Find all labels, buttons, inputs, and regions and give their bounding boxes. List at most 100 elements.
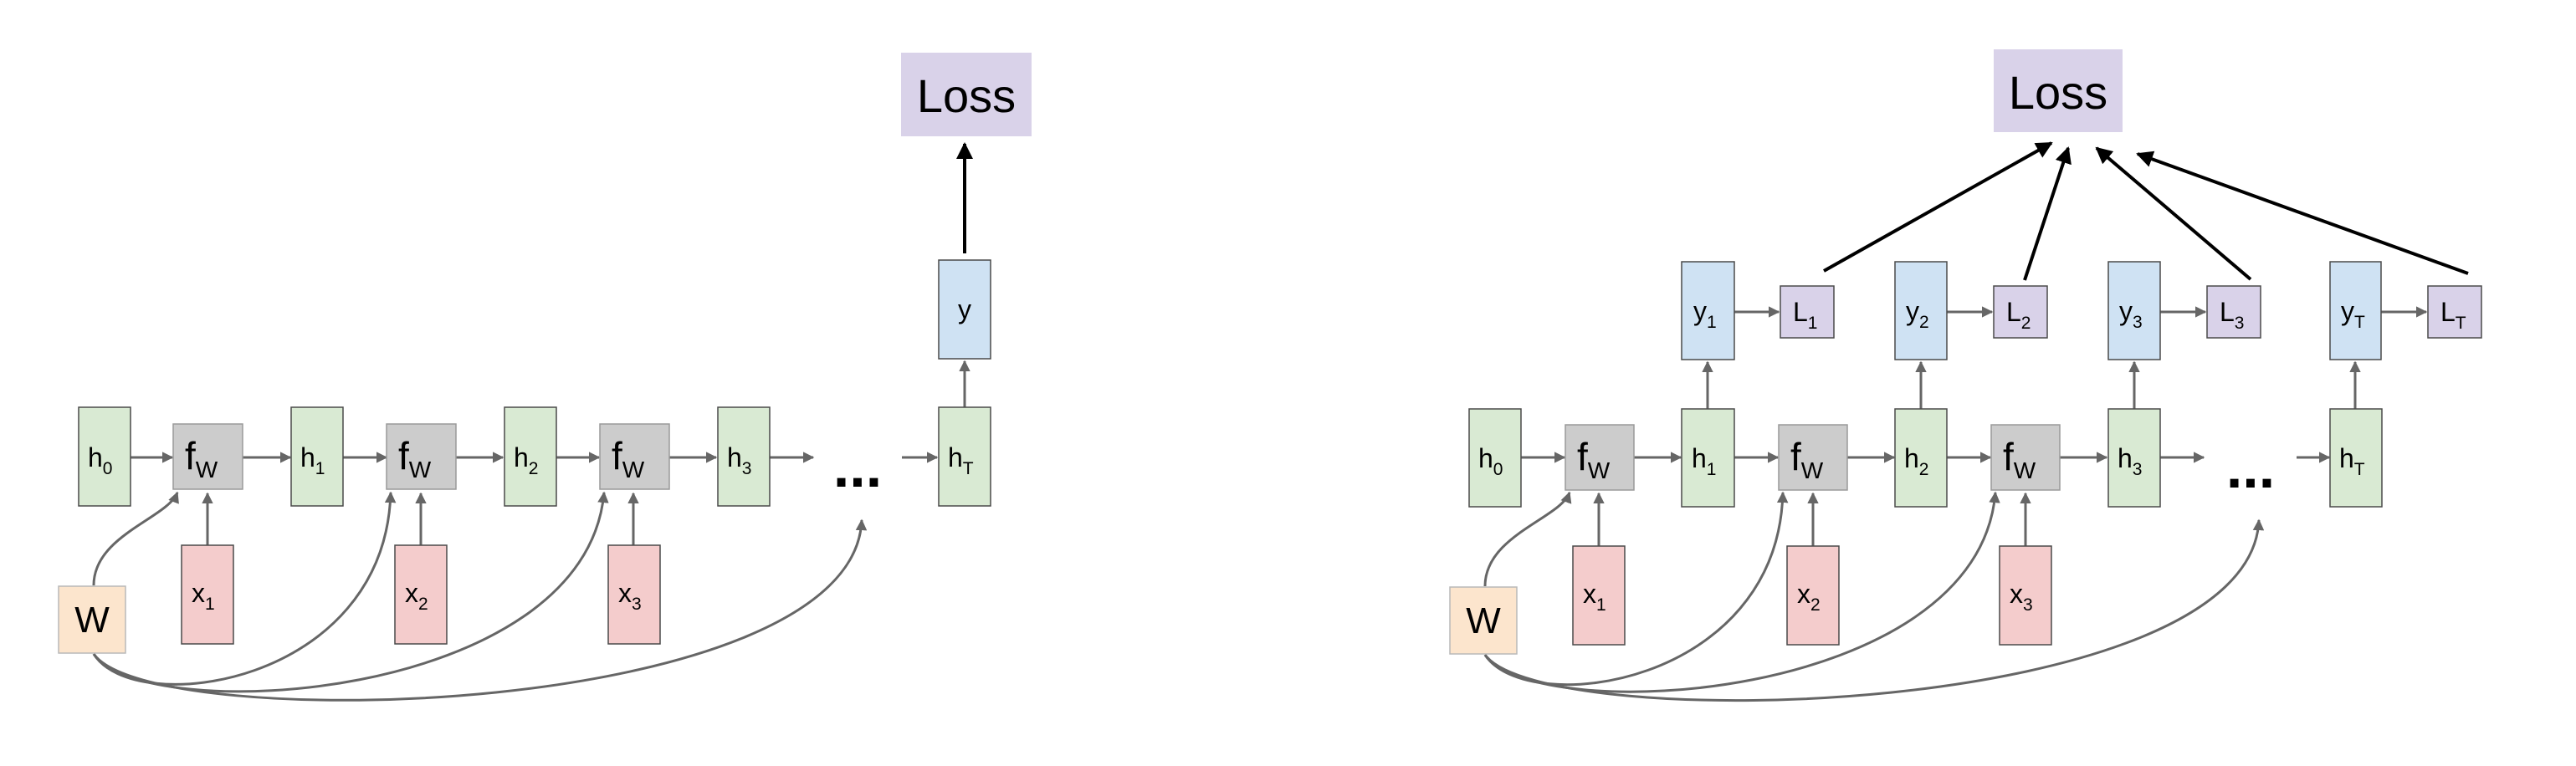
svg-text:yT: yT (2341, 296, 2365, 332)
svg-text:y2: y2 (1906, 296, 1929, 332)
input-x1: x1 (1572, 545, 1626, 646)
left-functions: fW fW fW (172, 423, 670, 490)
output-y1: y1 (1681, 261, 1735, 360)
svg-text:W: W (1466, 600, 1501, 641)
function-fw-step1: fW (1565, 424, 1635, 491)
svg-text:Loss: Loss (917, 69, 1016, 122)
shared-weights-w: W (58, 585, 126, 654)
right-weight-sharing-edges (1483, 491, 2265, 702)
svg-text:L1: L1 (1793, 297, 1817, 333)
svg-text:h1: h1 (1692, 443, 1716, 479)
hidden-state-h0: h0 (1468, 408, 1522, 508)
right-functions: fW fW fW (1565, 424, 2061, 491)
hidden-state-h2: h2 (504, 406, 557, 507)
edge-w-to-fw1 (1483, 491, 1572, 587)
step-loss-LT: LT (2427, 285, 2482, 339)
hidden-state-hT: hT (938, 406, 991, 507)
svg-text:x2: x2 (405, 578, 428, 614)
hidden-state-h0: h0 (78, 406, 131, 507)
right-outputs: y1 y2 y3 yT (1681, 261, 2382, 360)
right-step-losses: L1 L2 L3 LT (1780, 285, 2482, 339)
svg-text:h1: h1 (300, 442, 325, 478)
svg-text:hT: hT (948, 442, 974, 478)
edge-w-to-fw2 (92, 491, 397, 686)
ellipsis: ... (2226, 435, 2275, 500)
svg-text:L2: L2 (2006, 297, 2031, 333)
svg-text:x1: x1 (1583, 579, 1606, 615)
left-hidden-states: h0 h1 h2 h3 hT (78, 406, 991, 507)
output-y: y (938, 259, 991, 360)
loss-node: Loss (901, 53, 1032, 136)
hidden-state-h3: h3 (2107, 408, 2161, 508)
input-x2: x2 (1786, 545, 1840, 646)
edge-w-to-fw3 (1483, 491, 2000, 693)
output-y2: y2 (1894, 261, 1948, 360)
hidden-state-h2: h2 (1894, 408, 1948, 508)
svg-text:L3: L3 (2220, 297, 2244, 333)
input-x3: x3 (1999, 545, 2052, 646)
left-input-edges (202, 492, 639, 545)
svg-text:LT: LT (2440, 297, 2466, 333)
edge-w-to-fw1 (92, 491, 179, 586)
svg-text:h3: h3 (2118, 443, 2142, 479)
svg-text:hT: hT (2339, 443, 2365, 479)
right-input-edges (1593, 492, 2031, 546)
svg-text:h2: h2 (514, 442, 538, 478)
hidden-state-h1: h1 (1681, 408, 1735, 508)
svg-text:W: W (74, 600, 110, 641)
output-yT: yT (2329, 261, 2382, 360)
svg-text:h2: h2 (1904, 443, 1928, 479)
svg-text:fW: fW (2003, 435, 2036, 483)
edge-w-to-fw3 (92, 491, 609, 693)
input-x2: x2 (394, 544, 448, 645)
svg-text:fW: fW (185, 434, 218, 483)
edge-LT-to-loss (2136, 151, 2469, 275)
svg-text:fW: fW (1790, 435, 1824, 483)
function-fw-step2: fW (386, 423, 457, 490)
right-inputs: x1 x2 x3 (1572, 545, 2052, 646)
step-loss-L3: L3 (2206, 285, 2261, 339)
step-loss-L2: L2 (1993, 285, 2048, 339)
function-fw-step1: fW (172, 423, 243, 490)
svg-text:fW: fW (398, 434, 432, 483)
left-inputs: x1 x2 x3 (181, 544, 661, 645)
svg-text:h0: h0 (88, 442, 112, 478)
svg-text:h0: h0 (1478, 443, 1503, 479)
edge-L2-to-loss (2023, 146, 2072, 281)
edge-L3-to-loss (2095, 146, 2252, 281)
svg-text:Loss: Loss (2009, 66, 2107, 119)
ellipsis: ... (833, 434, 882, 499)
shared-weights-w: W (1449, 586, 1518, 655)
input-x3: x3 (607, 544, 661, 645)
total-loss-node: Loss (1994, 49, 2123, 132)
svg-text:y3: y3 (2119, 296, 2143, 332)
function-fw-step3: fW (599, 423, 670, 490)
function-fw-step3: fW (1990, 424, 2061, 491)
right-diagram-many-to-many: h0 h1 h2 h3 hT fW (1449, 49, 2482, 702)
right-hidden-to-output-edges (1702, 360, 2361, 409)
output-y3: y3 (2107, 261, 2161, 360)
edge-L1-to-loss (1823, 141, 2053, 273)
edge-w-to-fw2 (1483, 491, 1789, 687)
svg-text:x2: x2 (1797, 579, 1821, 615)
svg-text:fW: fW (612, 434, 645, 483)
svg-text:x3: x3 (2010, 579, 2033, 615)
step-loss-L1: L1 (1780, 285, 1835, 339)
hidden-state-h3: h3 (717, 406, 771, 507)
left-weight-sharing-edges (92, 491, 868, 702)
function-fw-step2: fW (1778, 424, 1848, 491)
svg-text:y: y (958, 294, 971, 324)
svg-text:h3: h3 (727, 442, 751, 478)
svg-text:y1: y1 (1693, 296, 1717, 332)
edge-w-to-future-steps (1483, 518, 2265, 702)
hidden-state-hT: hT (2329, 408, 2383, 508)
right-step-loss-to-total-loss-edges (1823, 141, 2469, 281)
input-x1: x1 (181, 544, 234, 645)
left-diagram-many-to-one: h0 h1 h2 h3 hT fW (58, 53, 1032, 702)
svg-text:x1: x1 (192, 578, 215, 614)
svg-text:x3: x3 (618, 578, 642, 614)
svg-text:fW: fW (1577, 435, 1611, 483)
right-hidden-states: h0 h1 h2 h3 hT (1468, 408, 2383, 508)
edge-w-to-future-steps (92, 518, 868, 702)
